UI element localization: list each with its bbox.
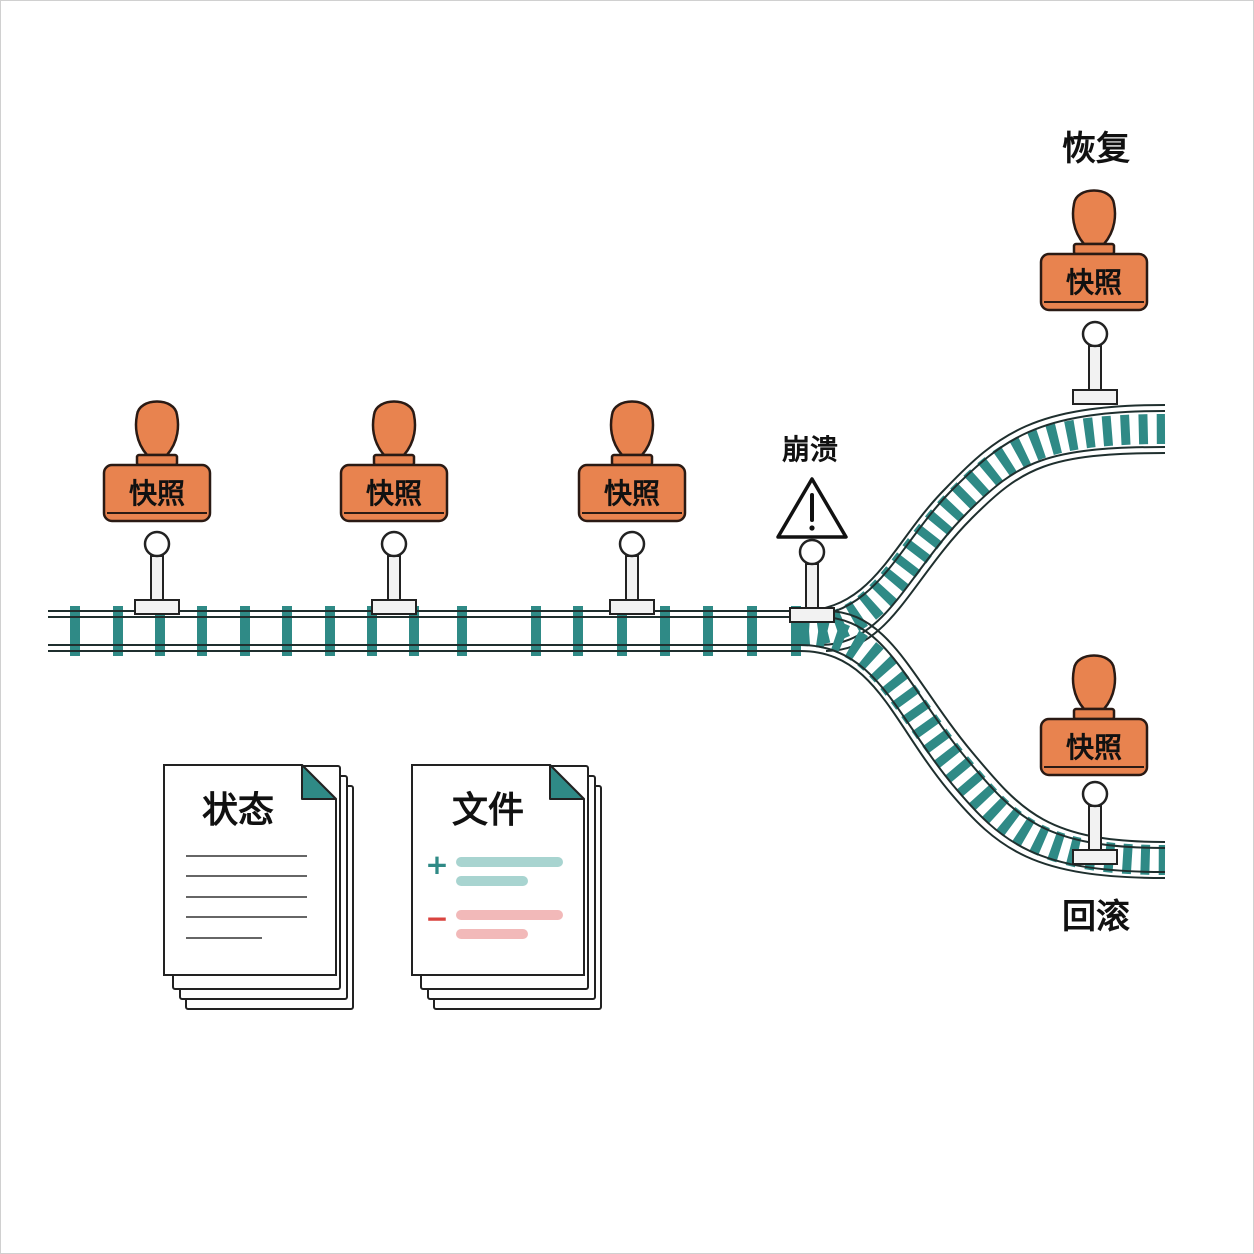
- restore-label: 恢复: [1062, 129, 1130, 169]
- snapshot-stamp: 快照: [1039, 654, 1149, 777]
- checkpoint-pin-icon: [1072, 780, 1118, 865]
- crash-marker: 崩溃: [776, 433, 848, 539]
- rail-tie: [457, 606, 467, 656]
- crash-label: 崩溃: [782, 433, 838, 466]
- diff-removed-line: [456, 910, 563, 920]
- rubber-stamp-icon: [1039, 654, 1149, 777]
- upper-branch-rail-inner-b: [825, 452, 1166, 652]
- diff-removed-line: [456, 929, 528, 939]
- rubber-stamp-icon: [339, 400, 449, 523]
- snapshot-stamps: 快照快照快照快照快照: [102, 189, 1149, 777]
- upper-branch-track: [799, 404, 1166, 652]
- upper-branch-rail-outer-b: [799, 404, 1166, 612]
- lower-branch-rail-outer-a: [799, 644, 1166, 873]
- snapshot-stamp: 快照: [1039, 189, 1149, 312]
- lower-branch-rail-inner-a: [825, 610, 1166, 843]
- rubber-stamp-icon: [102, 400, 212, 523]
- diff-added-line: [456, 857, 563, 867]
- rail-tie: [155, 606, 165, 656]
- rail-tie: [703, 606, 713, 656]
- warning-triangle-icon: [776, 477, 848, 539]
- diff-remove-symbol: −: [425, 902, 448, 935]
- diff-added-line: [456, 876, 528, 886]
- rail-tie: [409, 606, 419, 656]
- state-document-title: 状态: [202, 790, 274, 831]
- checkpoint-pin-icon: [134, 530, 180, 615]
- rail-tie: [197, 606, 207, 656]
- rail-tie: [325, 606, 335, 656]
- snapshot-stamp-label: 快照: [129, 477, 185, 510]
- diff-add-symbol: +: [425, 848, 448, 881]
- rail-tie: [573, 606, 583, 656]
- rail-tie: [367, 606, 377, 656]
- snapshot-stamp: 快照: [339, 400, 449, 523]
- snapshot-stamp-label: 快照: [1066, 266, 1122, 299]
- checkpoint-pin-icon: [1072, 320, 1118, 405]
- checkpoint-pin-icon: [609, 530, 655, 615]
- file-document-title: 文件: [452, 790, 524, 831]
- state-document-stack: 状态: [163, 764, 354, 1010]
- rubber-stamp-icon: [1039, 189, 1149, 312]
- lower-branch-rail-outer-b: [799, 650, 1166, 879]
- lower-branch-rail-inner-b: [819, 616, 1166, 849]
- main-track: [48, 606, 801, 656]
- upper-branch-ties: [799, 414, 1166, 646]
- upper-branch-rail-outer-a: [799, 410, 1166, 618]
- snapshot-stamp-label: 快照: [366, 477, 422, 510]
- rail-tie: [70, 606, 80, 656]
- rail-tie: [617, 606, 627, 656]
- checkpoint-pin-icon: [371, 530, 417, 615]
- file-document-stack: 文件 + −: [411, 764, 602, 1010]
- rail-tie: [240, 606, 250, 656]
- snapshot-stamp: 快照: [102, 400, 212, 523]
- snapshot-stamp: 快照: [577, 400, 687, 523]
- rail-tie: [791, 606, 801, 656]
- rail-tie: [747, 606, 757, 656]
- rail-tie: [531, 606, 541, 656]
- snapshot-stamp-label: 快照: [604, 477, 660, 510]
- checkpoint-pins: [134, 320, 1118, 865]
- main-track-ties: [70, 606, 801, 656]
- checkpoint-pin-icon: [789, 538, 835, 623]
- rail-tie: [113, 606, 123, 656]
- rail-tie: [660, 606, 670, 656]
- rubber-stamp-icon: [577, 400, 687, 523]
- rollback-label: 回滚: [1062, 897, 1130, 937]
- snapshot-stamp-label: 快照: [1066, 731, 1122, 764]
- upper-branch-rail-inner-a: [819, 446, 1166, 646]
- rail-tie: [282, 606, 292, 656]
